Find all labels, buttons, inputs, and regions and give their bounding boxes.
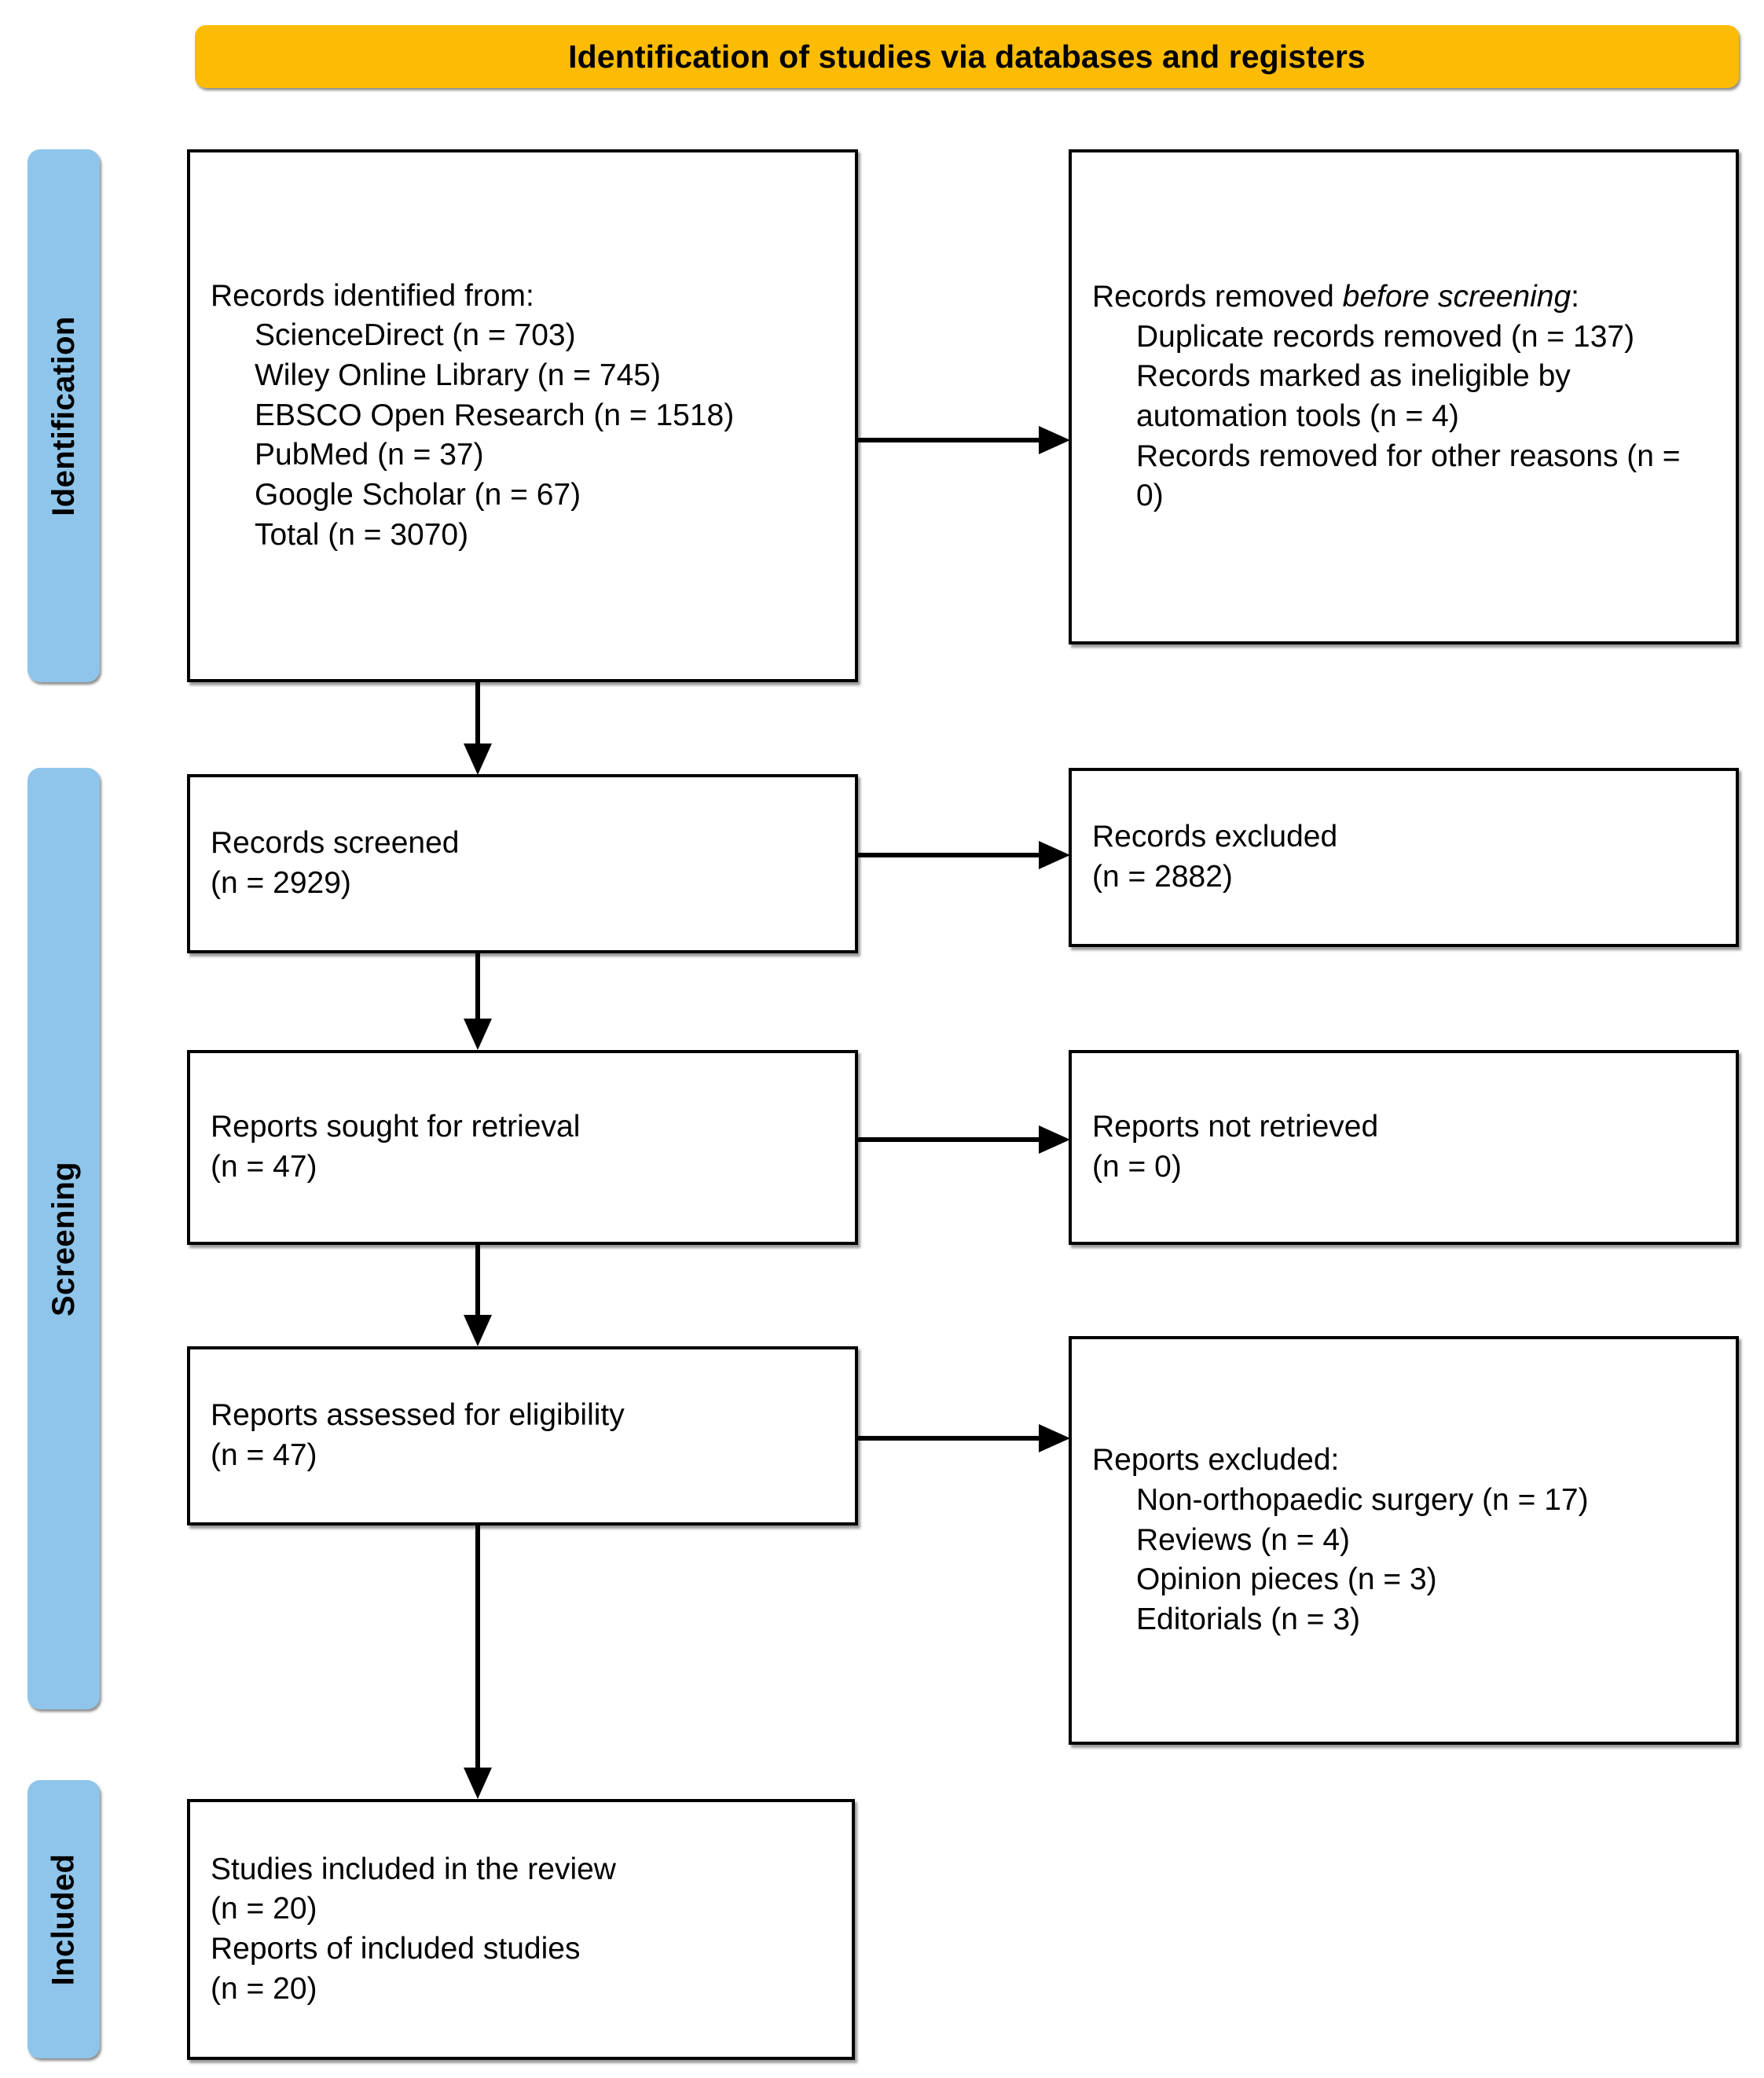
box-reports-excluded: Reports excluded: Non-orthopaedic surger…	[1069, 1336, 1739, 1745]
box-records-removed-before-screening: Records removed before screening: Duplic…	[1069, 149, 1739, 644]
reports-excluded-reason: Non-orthopaedic surgery (n = 17)	[1136, 1482, 1589, 1517]
stage-label-screening: Screening	[28, 768, 100, 1709]
reports-sought-count: (n = 47)	[211, 1150, 317, 1184]
diagram-header-banner: Identification of studies via databases …	[195, 25, 1739, 88]
reports-excluded-reason: Reviews (n = 4)	[1136, 1522, 1351, 1557]
arrow-identified-to-screened	[462, 681, 493, 776]
records-removed-heading-italic: before screening	[1342, 279, 1571, 314]
records-removed-reason: Duplicate records removed (n = 137)	[1136, 319, 1635, 354]
reports-not-retrieved-label: Reports not retrieved	[1092, 1110, 1379, 1144]
arrow-screened-to-sought	[462, 952, 493, 1052]
records-excluded-label: Records excluded	[1092, 820, 1338, 854]
records-identified-source: PubMed (n = 37)	[255, 438, 484, 472]
reports-included-count: (n = 20)	[211, 1971, 317, 2006]
reports-excluded-heading: Reports excluded:	[1092, 1443, 1340, 1478]
box-studies-included: Studies included in the review (n = 20) …	[187, 1799, 855, 2060]
box-records-excluded: Records excluded (n = 2882)	[1069, 768, 1739, 947]
stage-label-included: Included	[28, 1780, 100, 2058]
records-identified-source: Google Scholar (n = 67)	[255, 478, 581, 512]
stage-label-included-text: Included	[46, 1853, 81, 1985]
reports-sought-label: Reports sought for retrieval	[211, 1110, 581, 1144]
stage-label-identification: Identification	[28, 149, 100, 682]
records-removed-reason: Records marked as ineligible by automati…	[1136, 359, 1579, 433]
reports-excluded-reason: Editorials (n = 3)	[1136, 1603, 1361, 1637]
records-removed-heading-plain: Records removed	[1092, 279, 1343, 314]
arrow-assessed-to-included	[462, 1524, 493, 1801]
box-records-screened: Records screened (n = 2929)	[187, 774, 858, 953]
studies-included-label: Studies included in the review	[211, 1852, 616, 1886]
arrow-sought-to-not-retrieved	[856, 1124, 1072, 1155]
stage-label-screening-text: Screening	[46, 1161, 81, 1316]
box-records-identified: Records identified from: ScienceDirect (…	[187, 149, 858, 682]
box-reports-not-retrieved: Reports not retrieved (n = 0)	[1069, 1050, 1739, 1245]
reports-excluded-reason: Opinion pieces (n = 3)	[1136, 1562, 1437, 1597]
reports-included-label: Reports of included studies	[211, 1932, 581, 1966]
records-identified-source: ScienceDirect (n = 703)	[255, 318, 576, 353]
records-excluded-count: (n = 2882)	[1092, 860, 1233, 894]
records-removed-heading: Records removed before screening:	[1092, 277, 1715, 318]
arrow-screened-to-records-excluded	[856, 839, 1072, 871]
records-identified-source: Wiley Online Library (n = 745)	[255, 358, 661, 392]
reports-not-retrieved-count: (n = 0)	[1092, 1150, 1182, 1184]
records-identified-source: EBSCO Open Research (n = 1518)	[255, 398, 735, 432]
reports-assessed-label: Reports assessed for eligibility	[211, 1398, 625, 1433]
reports-assessed-count: (n = 47)	[211, 1438, 317, 1472]
records-identified-heading: Records identified from:	[211, 278, 534, 313]
studies-included-count: (n = 20)	[211, 1892, 317, 1926]
records-identified-total: Total (n = 3070)	[255, 517, 469, 552]
records-removed-reason: Records removed for other reasons (n = 0…	[1136, 439, 1689, 513]
arrow-sought-to-assessed	[462, 1243, 493, 1348]
stage-label-identification-text: Identification	[46, 315, 81, 516]
arrow-assessed-to-reports-excluded	[856, 1423, 1072, 1454]
box-reports-assessed-for-eligibility: Reports assessed for eligibility (n = 47…	[187, 1346, 858, 1525]
records-removed-heading-colon: :	[1571, 279, 1580, 314]
records-screened-label: Records screened	[211, 826, 460, 861]
records-screened-count: (n = 2929)	[211, 866, 351, 900]
arrow-identified-to-removed	[856, 424, 1072, 456]
diagram-title: Identification of studies via databases …	[568, 38, 1366, 75]
box-reports-sought-for-retrieval: Reports sought for retrieval (n = 47)	[187, 1050, 858, 1245]
